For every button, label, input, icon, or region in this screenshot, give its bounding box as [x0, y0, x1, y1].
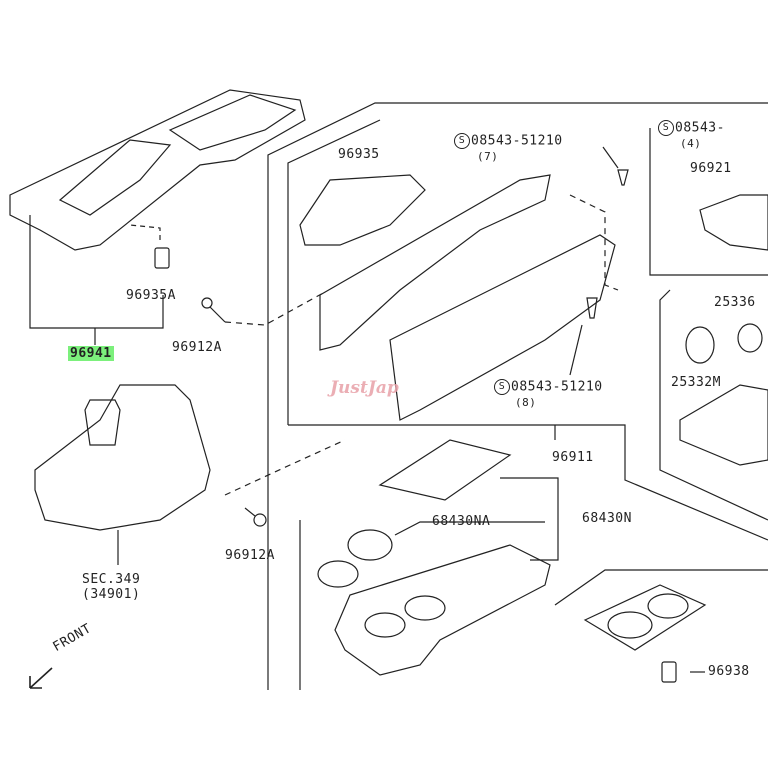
storage-tray [679, 384, 768, 466]
s-symbol-icon: S [658, 120, 674, 136]
label-96921: 96921 [690, 161, 732, 176]
console-panel-upper [319, 174, 551, 351]
inner-box-bottom [288, 424, 768, 541]
label-bolt-right-qty: (4) [680, 137, 702, 150]
front-arrow-icon [29, 667, 53, 689]
ring-68430NA-1 [347, 529, 393, 561]
console-trim-96941 [9, 89, 306, 251]
socket-25336 [737, 323, 763, 353]
console-panel-96911 [389, 234, 616, 421]
bolt-icon-mid [586, 297, 598, 319]
label-68430NA: 68430NA [432, 514, 491, 529]
label-sec-ref: SEC.349 [82, 572, 141, 587]
label-bolt-mid-qty: (8) [515, 396, 537, 409]
armrest-96921 [699, 194, 768, 251]
box-25336 [659, 289, 768, 521]
console-trim-recess [58, 139, 172, 216]
label-68430N: 68430N [582, 511, 632, 526]
cupholder-ring-96938 [583, 584, 707, 651]
label-96935A: 96935A [126, 288, 176, 303]
shifter-housing [34, 384, 211, 531]
screw-96912A-bottom [253, 513, 267, 527]
box-96921 [649, 128, 768, 276]
label-96911: 96911 [552, 450, 594, 465]
ring-68430NA-2 [317, 560, 359, 588]
screw-96912A-top [201, 297, 213, 309]
label-sec-ref-num: (34901) [82, 587, 141, 602]
label-96912A-bottom: 96912A [225, 548, 275, 563]
label-25332M: 25332M [671, 375, 721, 390]
lid-96935 [299, 174, 426, 246]
enclosure-left-top [267, 102, 768, 690]
label-25336: 25336 [714, 295, 756, 310]
socket-25332M [685, 326, 715, 364]
console-trim-opening [168, 94, 297, 151]
label-96941: 96941 [68, 346, 114, 361]
s-symbol-icon: S [454, 133, 470, 149]
shift-knob [84, 399, 121, 446]
label-96935: 96935 [338, 147, 380, 162]
label-96938: 96938 [708, 664, 750, 679]
s-symbol-icon: S [494, 379, 510, 395]
mat-68430N [378, 439, 512, 501]
clip-96935A [154, 247, 170, 269]
bolt-icon-top [617, 169, 629, 186]
cup-holder-tray [334, 544, 551, 676]
box-96938 [554, 569, 768, 606]
clip-96938 [661, 661, 677, 683]
label-96912A-top: 96912A [172, 340, 222, 355]
label-bolt-top-qty: (7) [477, 150, 499, 163]
watermark-logo: JustJap [330, 378, 399, 398]
inner-box-left [287, 119, 381, 425]
